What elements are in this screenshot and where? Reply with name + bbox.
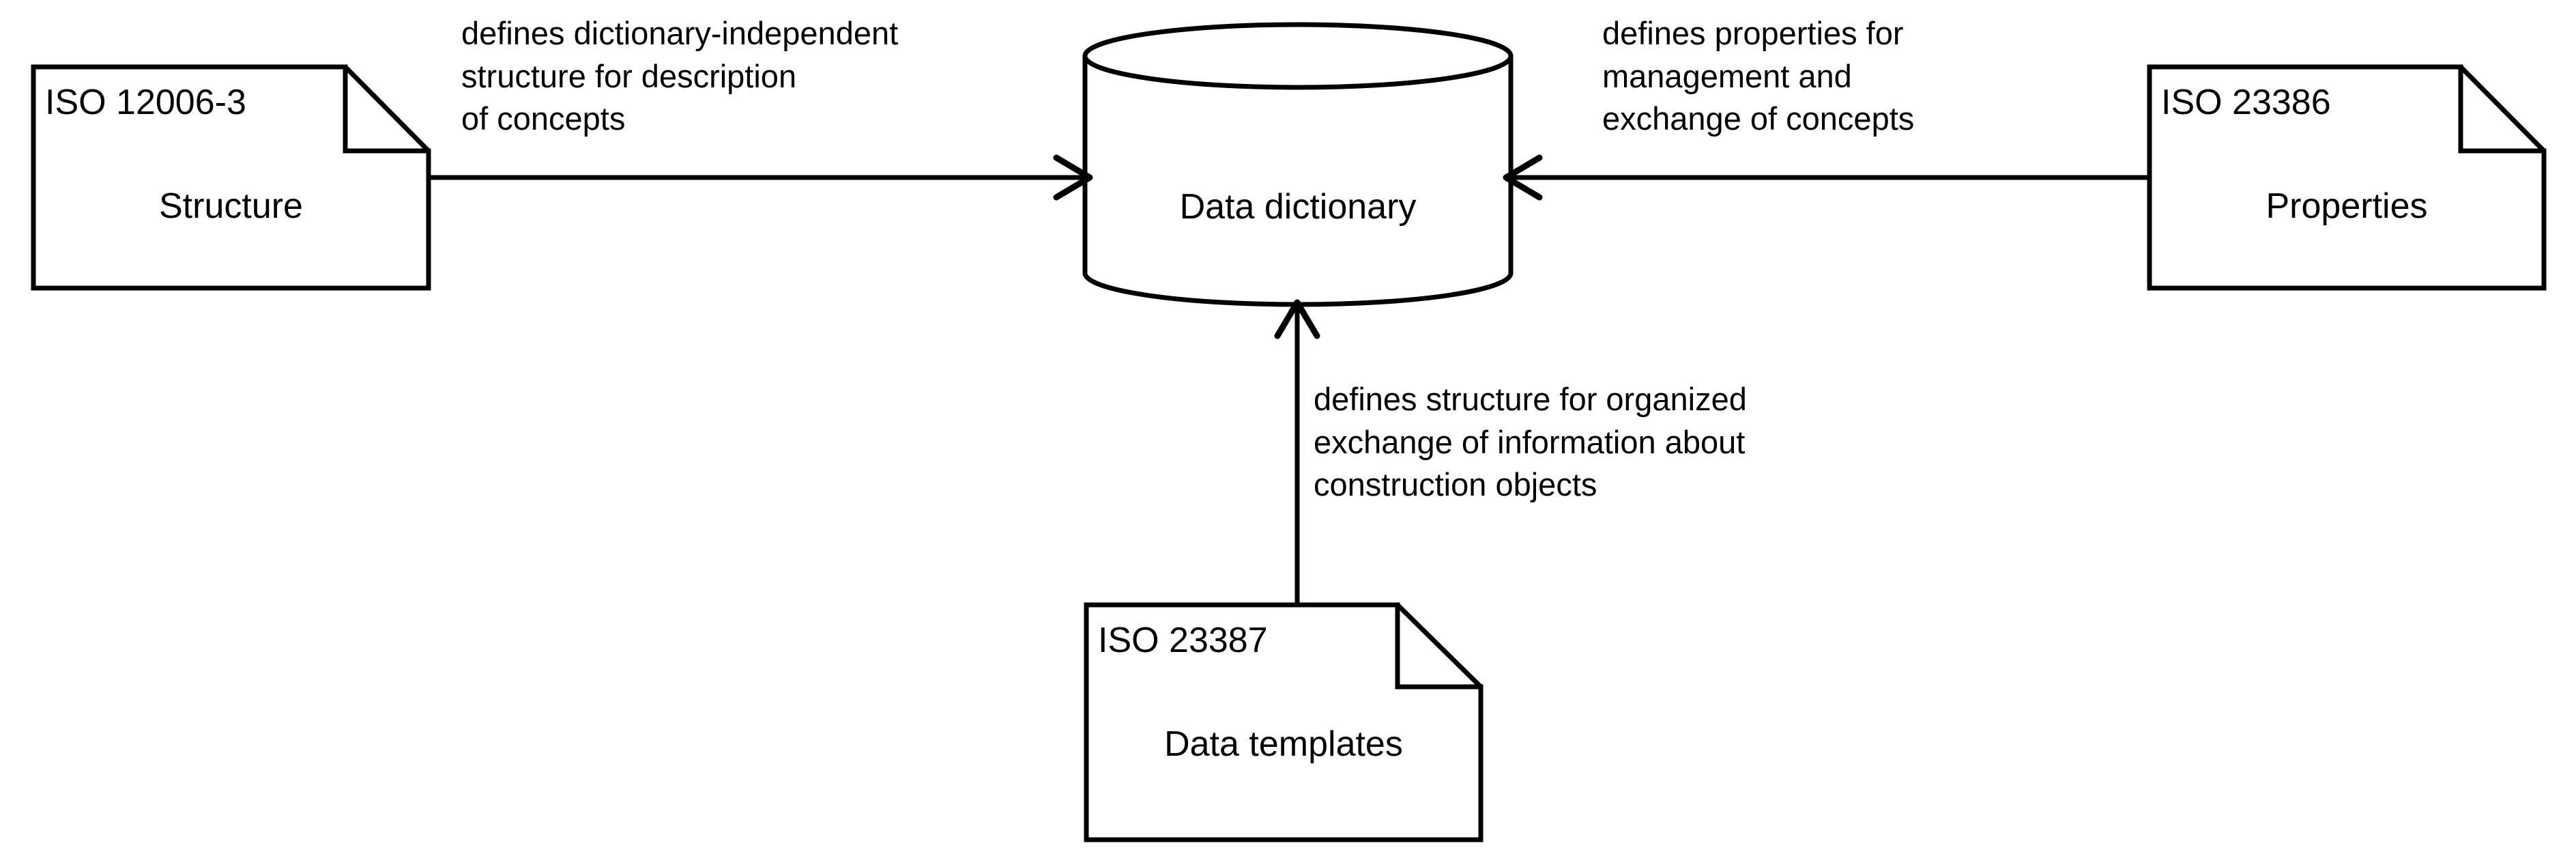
edge-label-properties-to-dictionary: defines properties for management and ex… [1602,15,1915,137]
node-iso-23387-id: ISO 23387 [1098,621,1268,660]
edge-label-templates-to-dictionary: defines structure for organized exchange… [1314,381,1747,502]
cylinder-top-ellipse [1082,55,1514,90]
node-iso-23387-name: Data templates [1164,724,1403,764]
node-data-dictionary-shape[interactable] [1082,22,1514,307]
node-iso-23386-name: Properties [2266,186,2428,226]
arrowhead-up-icon [1274,299,1320,339]
edge-templates-to-dictionary[interactable] [1274,299,1320,605]
node-iso-12006-3-id: ISO 12006-3 [45,83,246,122]
document-fold-diagonal [1395,603,1483,689]
edge-label-structure-to-dictionary: defines dictionary-independent structure… [461,15,899,137]
document-fold-diagonal [343,65,431,153]
document-fold-diagonal [2459,65,2546,153]
node-iso-23386-id: ISO 23386 [2161,83,2331,122]
node-iso-12006-3-shape[interactable] [31,64,431,291]
arrowhead-left-icon [1503,154,1543,201]
cylinder-body [1082,22,1514,307]
arrowhead-right-icon [1053,154,1093,201]
node-iso-12006-3-name: Structure [159,186,303,226]
node-iso-23386-shape[interactable] [2147,64,2547,291]
node-iso-23387-shape[interactable] [1084,602,1484,842]
node-data-dictionary-label: Data dictionary [1179,187,1417,227]
edge-structure-to-dictionary[interactable] [429,154,1093,201]
edge-properties-to-dictionary[interactable] [1503,154,2150,201]
